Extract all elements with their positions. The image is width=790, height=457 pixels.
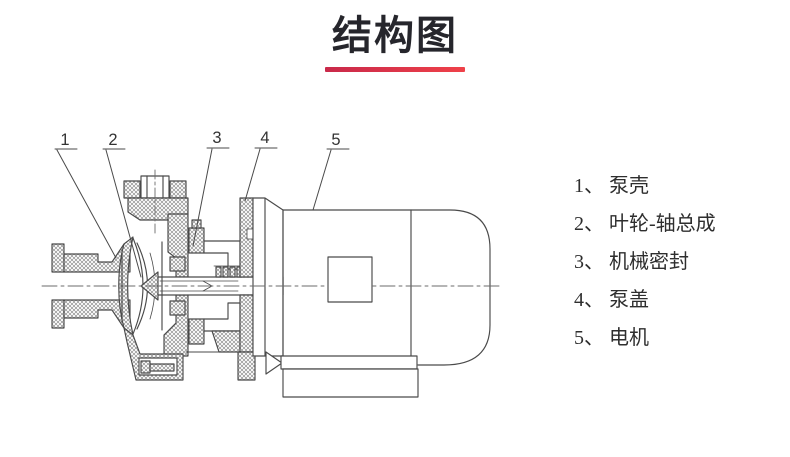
legend-item-mechanical-seal: 3、 机械密封	[574, 251, 689, 273]
callout-number-5: 5	[331, 131, 340, 149]
legend-item-motor: 5、 电机	[574, 327, 649, 349]
leader-line-2	[102, 148, 142, 278]
legend-item-impeller-shaft: 2、 叶轮-轴总成	[574, 213, 716, 235]
page-header: 结构图	[0, 10, 790, 72]
leader-line-3	[192, 147, 230, 247]
leader-line-1	[54, 148, 117, 259]
motor-base	[280, 355, 419, 398]
motor-terminal-box	[327, 256, 373, 303]
legend-item-pump-casing: 1、 泵壳	[574, 175, 649, 197]
shaft-stud-bolt	[229, 266, 236, 278]
title-underline-accent	[325, 67, 465, 72]
mechanical-seal	[169, 219, 205, 345]
callout-leaders	[54, 147, 350, 278]
pump-cover	[237, 197, 256, 381]
support-bracket	[185, 240, 245, 353]
shaft-stud-bolt	[215, 266, 222, 278]
parts-legend: 1、 泵壳 2、 叶轮-轴总成 3、 机械密封 4、 泵盖 5、 电机	[574, 174, 784, 364]
callout-number-1: 1	[60, 131, 69, 149]
motor-front-flange	[252, 197, 284, 375]
callout-number-4: 4	[260, 129, 269, 147]
leader-line-4	[244, 147, 278, 202]
legend-item-pump-cover: 4、 泵盖	[574, 289, 649, 311]
leader-line-5	[312, 148, 350, 211]
motor-body	[282, 209, 491, 366]
callout-number-3: 3	[212, 129, 221, 147]
page-title: 结构图	[332, 14, 458, 58]
callout-number-2: 2	[108, 131, 117, 149]
